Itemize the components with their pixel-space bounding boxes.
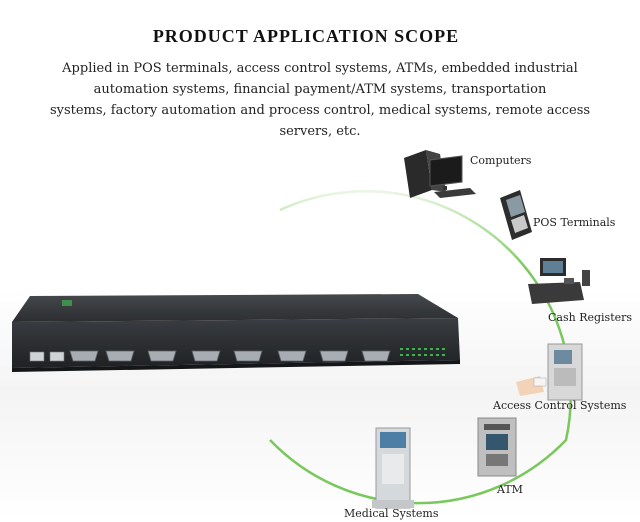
medical-kiosk-icon [372, 427, 414, 509]
pos-terminal-icon [500, 190, 532, 240]
access-control-icon [516, 343, 583, 401]
description-line: servers, etc. [279, 124, 361, 139]
description: Applied in POS terminals, access control… [14, 58, 626, 142]
description-line: automation systems, financial payment/AT… [93, 82, 547, 97]
description-line: Applied in POS terminals, access control… [62, 61, 578, 76]
label-cash-registers: Cash Registers [548, 311, 633, 324]
label-pos-terminals: POS Terminals [533, 216, 616, 229]
serial-device-server [12, 294, 460, 372]
page-title: PRODUCT APPLICATION SCOPE [152, 26, 460, 46]
serial-ports [69, 350, 391, 362]
label-computers: Computers [470, 154, 532, 167]
label-atm: ATM [497, 483, 523, 496]
cash-register-icon [528, 258, 590, 304]
atm-icon [477, 417, 517, 477]
label-access-control: Access Control Systems [493, 399, 627, 412]
computer-icon [404, 150, 476, 198]
description-line: systems, factory automation and process … [49, 103, 591, 118]
label-medical-systems: Medical Systems [344, 507, 439, 520]
status-leds [400, 348, 445, 356]
